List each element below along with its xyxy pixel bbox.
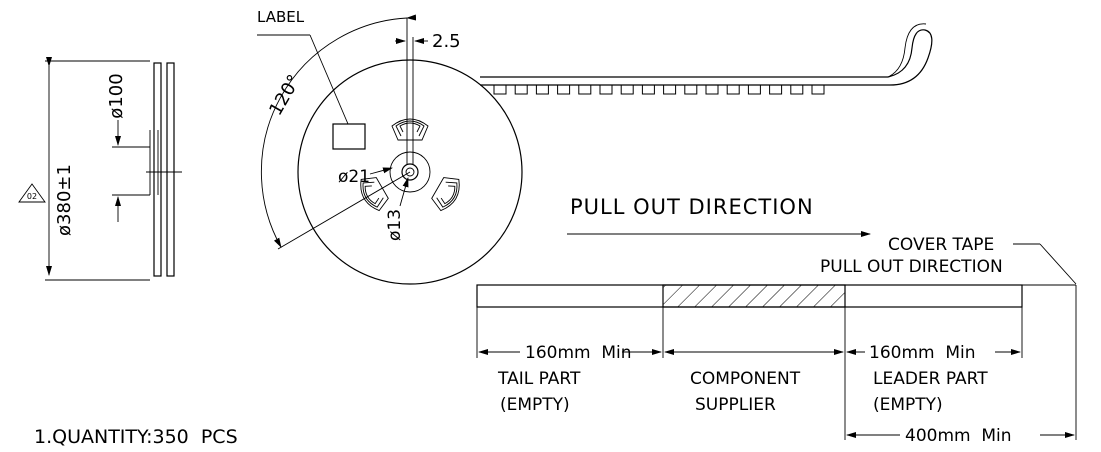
- reel-window: [431, 177, 460, 212]
- tape-pocket: [599, 84, 613, 95]
- tape-pocket: [747, 84, 761, 95]
- label-callout: LABEL: [257, 8, 305, 26]
- revision-triangle-icon: 02: [18, 183, 46, 203]
- tape-strip: [476, 284, 1077, 440]
- tape-pocket: [790, 84, 804, 95]
- svg-text:02: 02: [27, 192, 37, 201]
- component-label: COMPONENT: [690, 369, 801, 389]
- cover-tape-label: COVER TAPE: [888, 235, 994, 255]
- leader-length-dim: 160mm Min: [869, 343, 976, 363]
- leader-part-label: LEADER PART: [873, 369, 988, 389]
- tape-pocket: [684, 84, 698, 95]
- tape-pocket: [620, 84, 634, 95]
- tape-pocket: [557, 84, 571, 95]
- carrier-tape: [480, 23, 933, 86]
- cover-tape-leader: [1013, 243, 1077, 285]
- supplier-label: SUPPLIER: [695, 395, 776, 415]
- center-hole-dim: ø13: [385, 209, 405, 241]
- tape-pocket: [705, 84, 719, 95]
- reel-front-view: [257, 14, 523, 285]
- tape-pocket: [726, 84, 740, 95]
- tape-pocket: [493, 84, 507, 95]
- tail-part-label: TAIL PART: [497, 369, 581, 389]
- tape-pocket: [641, 84, 655, 95]
- tape-pocket: [811, 84, 825, 95]
- spindle-diameter-dim: ø21: [338, 167, 370, 187]
- tape-pocket: [769, 84, 783, 95]
- reel-side-view: [45, 57, 182, 281]
- reel-window: [391, 118, 429, 141]
- tail-part-empty: (EMPTY): [500, 395, 570, 415]
- hub-diameter-dim: ø100: [106, 73, 127, 118]
- pull-direction-label: PULL OUT DIRECTION: [570, 195, 814, 219]
- tape-pocket: [663, 84, 677, 95]
- tape-pocket: [578, 84, 592, 95]
- tape-pocket: [535, 84, 549, 95]
- tape-pockets: [493, 84, 825, 95]
- slot-width-dim: 2.5: [432, 31, 461, 52]
- cover-tape-direction: PULL OUT DIRECTION: [820, 257, 1003, 277]
- outer-diameter-dim: ø380±1: [54, 164, 75, 236]
- quantity-note: 1.QUANTITY:350 PCS: [34, 426, 238, 448]
- angle-dim: 120°: [265, 71, 305, 119]
- leader-part-empty: (EMPTY): [873, 395, 943, 415]
- tail-length-dim: 160mm Min: [525, 343, 632, 363]
- total-length-dim: 400mm Min: [905, 426, 1012, 446]
- dimension-arrows: [478, 349, 1075, 438]
- tape-pocket: [514, 84, 528, 95]
